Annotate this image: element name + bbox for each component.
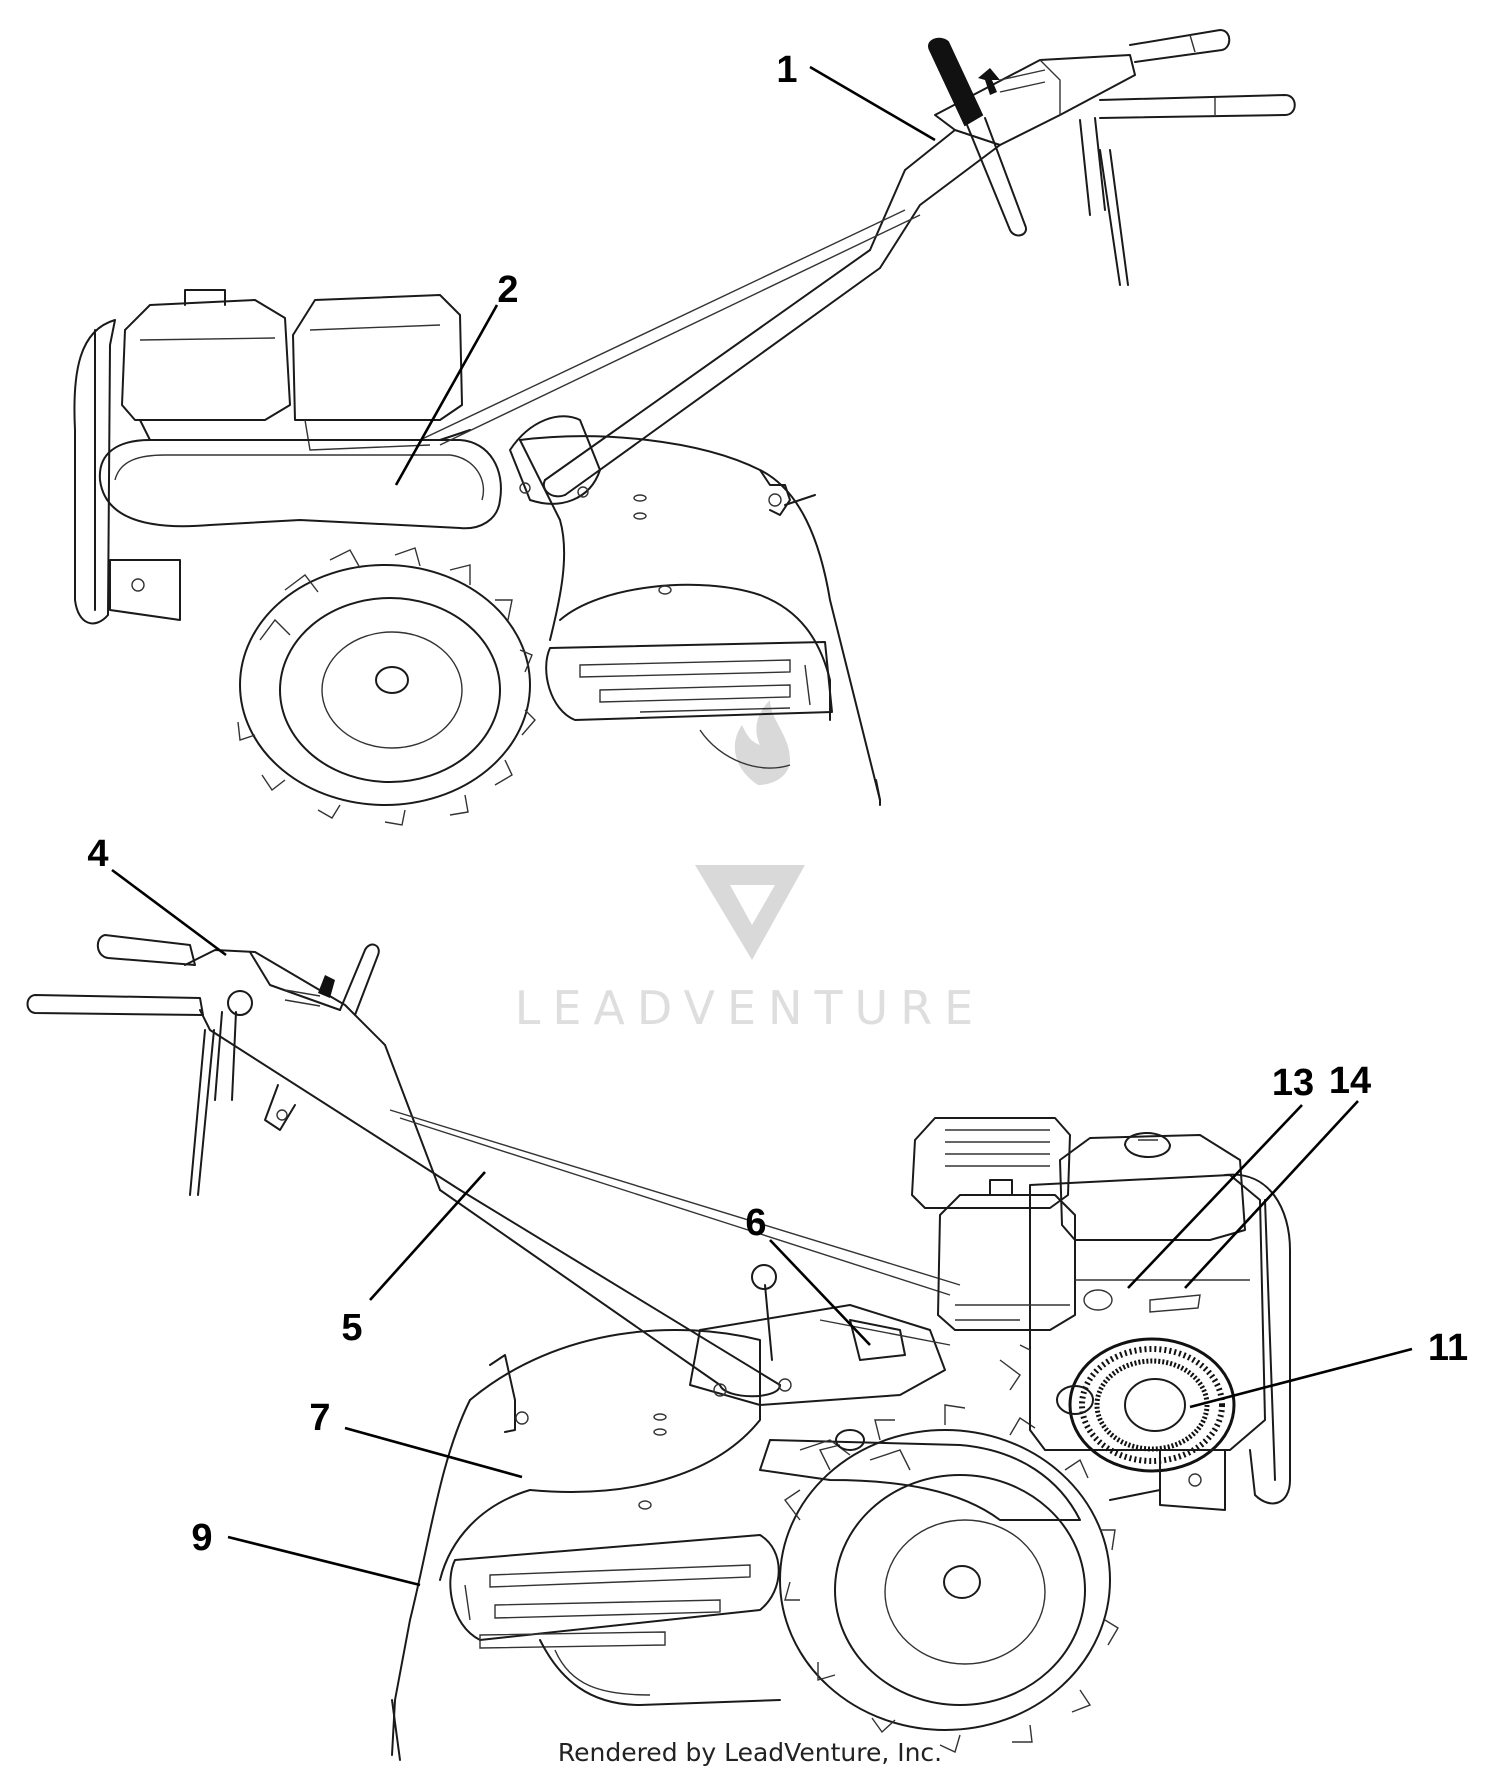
callout-label-5: 5: [341, 1307, 362, 1349]
callout-label-1: 1: [776, 49, 797, 91]
tiller-top-view: [73, 29, 1296, 826]
callout-label-2: 2: [497, 269, 518, 311]
callout-label-13: 13: [1272, 1062, 1314, 1104]
callout-14: 14: [1184, 1060, 1371, 1289]
flame-logo-icon: [734, 700, 790, 785]
callout-label-14: 14: [1329, 1060, 1371, 1102]
tiller-bottom-view: [26, 934, 1291, 1761]
v-logo-icon: [695, 865, 805, 960]
callout-label-11: 11: [1428, 1327, 1468, 1369]
callout-label-9: 9: [191, 1517, 212, 1559]
render-credit-footer: Rendered by LeadVenture, Inc.: [557, 1738, 943, 1767]
watermark-text: LEADVENTURE: [515, 981, 986, 1035]
callout-label-7: 7: [309, 1397, 330, 1439]
leadventure-watermark: LEADVENTURE: [515, 700, 986, 1035]
callout-9: 9: [191, 1517, 421, 1587]
callout-label-6: 6: [745, 1202, 766, 1244]
callout-2: 2: [394, 269, 519, 486]
callout-1: 1: [776, 49, 936, 142]
callout-4: 4: [87, 833, 227, 957]
callout-11: 11: [1189, 1327, 1468, 1409]
callout-7: 7: [309, 1397, 523, 1479]
callout-5: 5: [341, 1171, 486, 1349]
callout-label-4: 4: [87, 833, 108, 875]
callout-13: 13: [1127, 1062, 1314, 1289]
callout-6: 6: [745, 1202, 871, 1346]
